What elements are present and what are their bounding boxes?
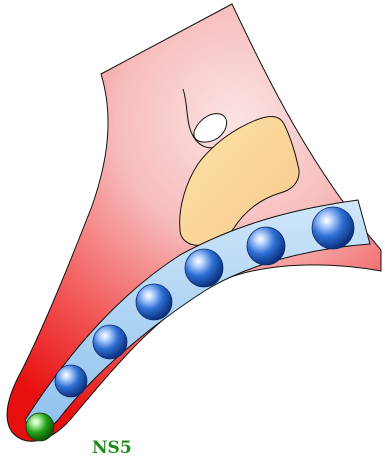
sphere-4	[136, 284, 172, 320]
sphere-1	[26, 413, 54, 441]
sphere-7	[312, 207, 354, 249]
sphere-3	[93, 325, 127, 359]
sphere-2	[55, 365, 87, 397]
ns5-label: NS5	[92, 438, 132, 458]
sphere-6	[247, 227, 285, 265]
sphere-5	[185, 249, 223, 287]
